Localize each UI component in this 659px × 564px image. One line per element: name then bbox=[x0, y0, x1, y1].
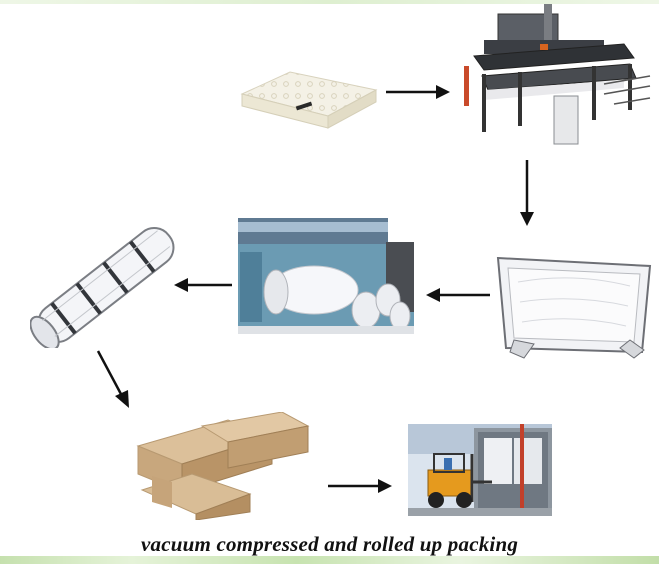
decorative-bottom-border bbox=[0, 556, 659, 564]
carton-box-icon bbox=[132, 412, 310, 520]
decorative-top-border bbox=[0, 0, 659, 4]
mattress-icon bbox=[240, 71, 378, 129]
forklift-icon bbox=[408, 424, 552, 516]
arrow-right-icon bbox=[328, 479, 392, 493]
compression-machine-icon bbox=[454, 4, 652, 146]
arrow-down-icon bbox=[520, 160, 534, 226]
arrow-down-right-icon bbox=[96, 350, 129, 408]
arrow-left-icon bbox=[174, 278, 232, 292]
sealed-mattress-icon bbox=[494, 252, 654, 360]
arrow-right-icon bbox=[386, 85, 450, 99]
rolled-mattress-icon bbox=[30, 227, 175, 348]
rolling-machine-icon bbox=[236, 212, 418, 336]
caption: vacuum compressed and rolled up packing bbox=[140, 532, 519, 556]
arrow-left-icon bbox=[426, 288, 490, 302]
